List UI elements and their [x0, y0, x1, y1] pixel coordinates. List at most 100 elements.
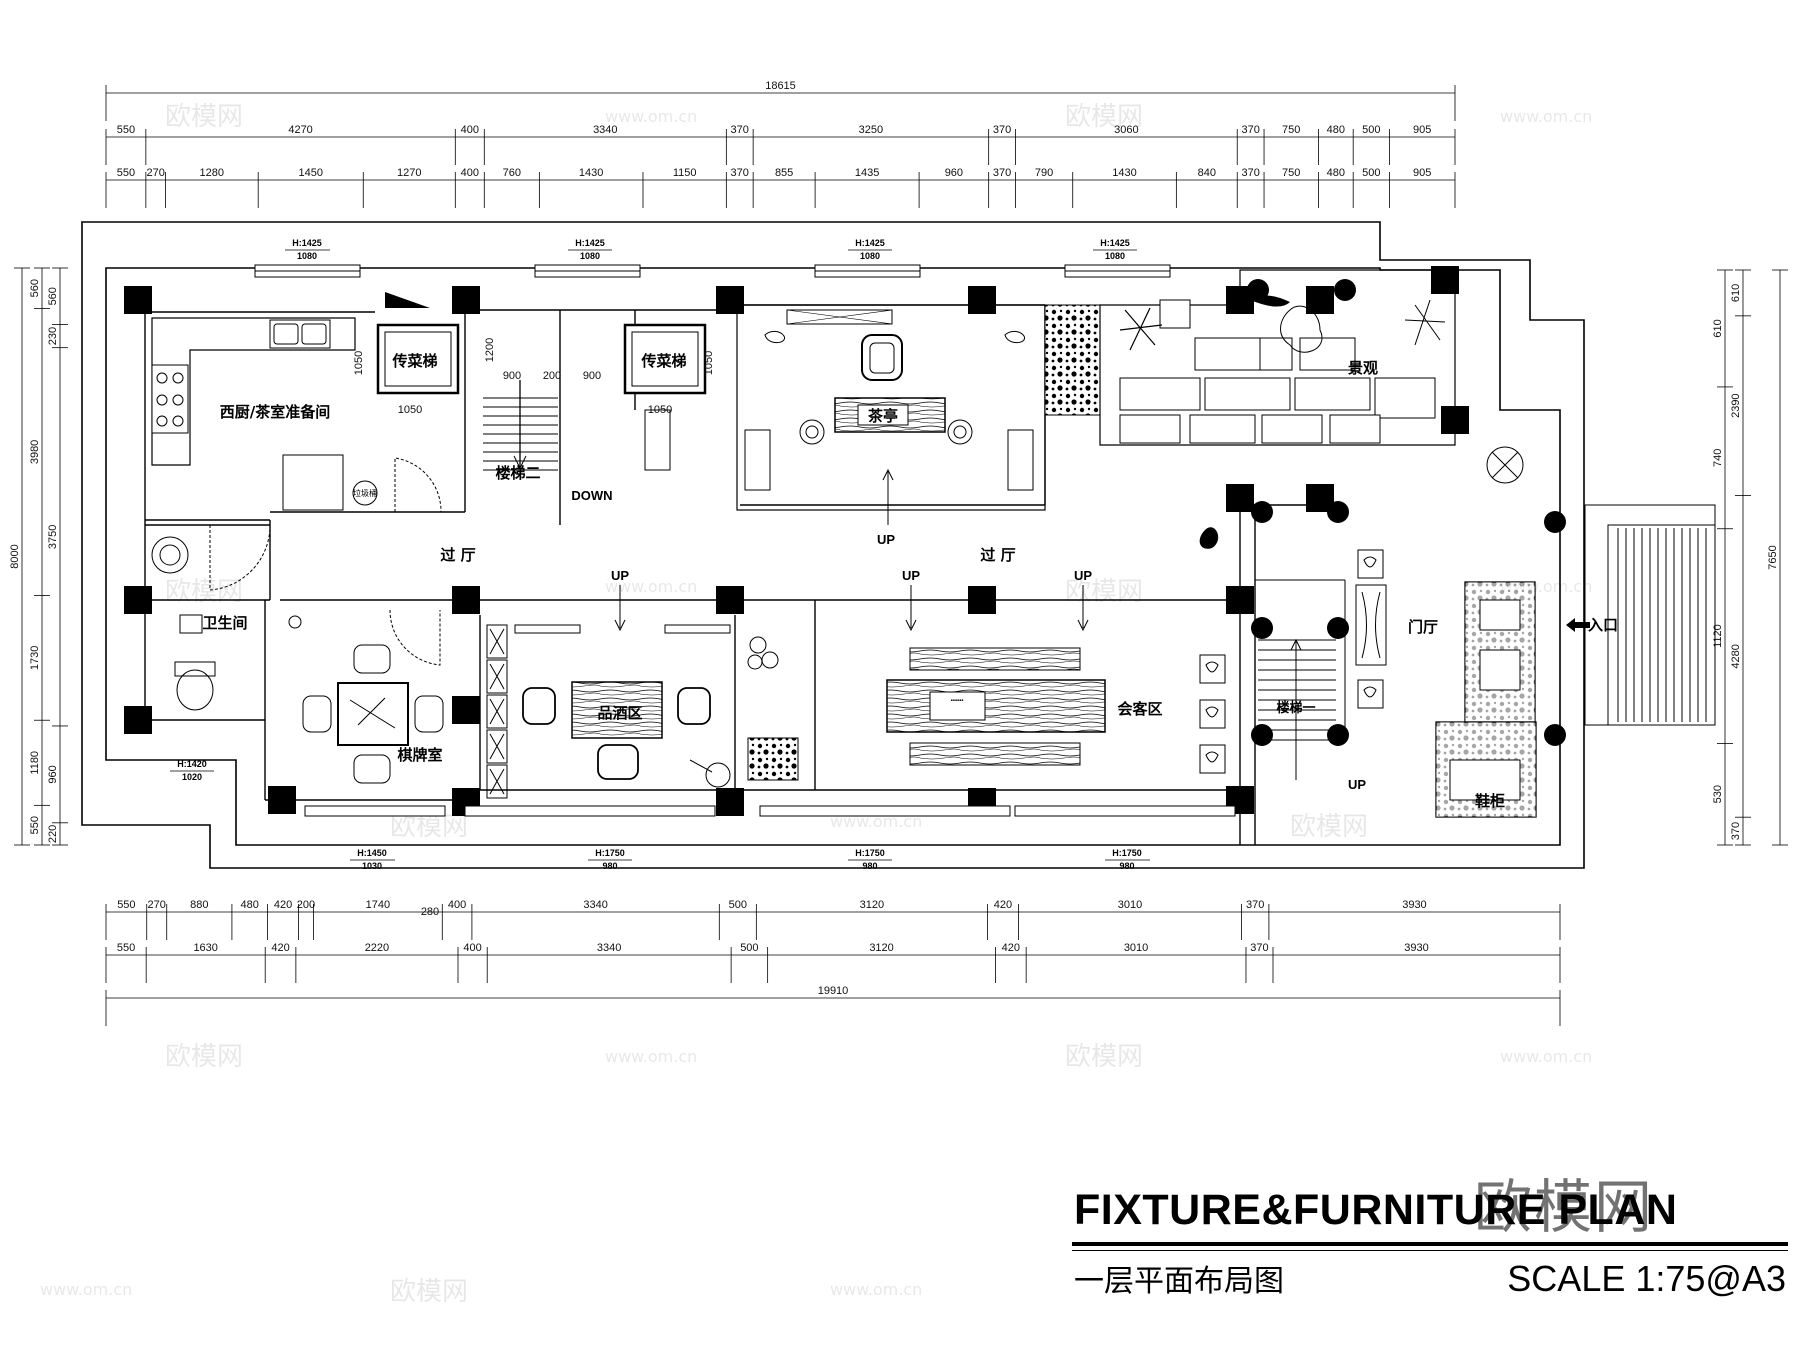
- dimension-value: 4280: [1730, 644, 1742, 668]
- dimension-value: 2390: [1730, 393, 1742, 417]
- stool-icon: [947, 419, 973, 445]
- watermark-url: www.om.cn: [830, 1280, 922, 1299]
- window-height-label: H:1425: [292, 238, 322, 248]
- chair-icon: [353, 644, 391, 674]
- dimension-value: 3010: [1124, 942, 1148, 954]
- room-label-tea-pavilion: 茶亭: [868, 407, 898, 425]
- dimension-value: 270: [148, 899, 166, 911]
- dimension-value: 960: [945, 167, 963, 179]
- dimension-value: 220: [47, 825, 59, 843]
- chair-icon: [677, 687, 711, 725]
- window-height-label: H:1420: [177, 759, 207, 769]
- shrub-icon: [1119, 307, 1163, 351]
- room-label-reception: 会客区: [1117, 700, 1162, 718]
- chair-icon: [597, 744, 639, 780]
- dimension-value: 550: [117, 124, 135, 136]
- exterior-wall: [81, 221, 1585, 869]
- plant-icon: [1199, 527, 1219, 549]
- meeting-table-icon: [886, 679, 1106, 733]
- reception-area: ▪▪▪▪▪▪ 会客区: [886, 647, 1226, 774]
- wine-rack-cross: [489, 663, 505, 690]
- window-width-label: 1020: [182, 772, 202, 782]
- column: [968, 586, 996, 614]
- column: [124, 586, 152, 614]
- landscape-area: 景观: [1044, 269, 1524, 549]
- chair-icon: [414, 695, 444, 733]
- decor-icon: [764, 330, 785, 344]
- column: [716, 788, 744, 816]
- dimension-value: 3340: [583, 899, 607, 911]
- dimension-value: 370: [1730, 822, 1742, 840]
- dimension-value: 3250: [859, 124, 883, 136]
- up-label: UP: [1348, 777, 1366, 792]
- dimension-value: 2220: [365, 942, 389, 954]
- room-label-stair-one: 楼梯一: [1276, 700, 1315, 715]
- paving-block: [1119, 414, 1181, 444]
- watermark-brand: 欧模网: [390, 812, 468, 842]
- svg-text:▪▪▪▪▪▪: ▪▪▪▪▪▪: [951, 698, 964, 704]
- chair-icon: [522, 687, 556, 725]
- watermark-url: www.om.cn: [605, 107, 697, 126]
- wine-rack-cell: [486, 764, 508, 799]
- dimension-value: 270: [146, 167, 164, 179]
- watermark-brand: 欧模网: [165, 577, 243, 607]
- paving-block: [1204, 377, 1291, 411]
- watermark-brand: 欧模网: [1065, 577, 1143, 607]
- dimension-right-overall: 7650: [1767, 269, 1788, 846]
- chess-room: 棋牌室: [288, 609, 444, 784]
- dimension-value: 760: [503, 167, 521, 179]
- up-arrow-3: UP: [902, 568, 920, 632]
- dumbwaiter-2: 传菜梯 1050 1050: [623, 323, 715, 416]
- dimension-value: 3930: [1404, 942, 1428, 954]
- dimension-value: 370: [1241, 167, 1259, 179]
- dimension-value: 1435: [855, 167, 879, 179]
- wine-rack-cross: [489, 768, 505, 795]
- stool-icon: [799, 419, 825, 445]
- room-label-hall-2: 过 厅: [980, 546, 1015, 564]
- stair-dim: 900: [583, 370, 601, 382]
- dimension-value: 8000: [9, 544, 21, 568]
- round-column: [1327, 617, 1349, 639]
- round-column: [1327, 724, 1349, 746]
- tree-icon: [1486, 446, 1524, 484]
- window-height-label: H:1750: [1112, 848, 1142, 858]
- paving-block: [1294, 377, 1371, 411]
- wine-table-icon: [571, 681, 663, 739]
- watermark-brand: 欧模网: [165, 1042, 243, 1072]
- dimension-value: 3120: [860, 899, 884, 911]
- watermark-brand: 欧模网: [390, 1277, 468, 1307]
- paving-block: [1119, 377, 1201, 411]
- wine-rack-cell: [486, 694, 508, 729]
- tree-icon: [1280, 305, 1323, 353]
- column: [124, 706, 152, 734]
- dimension-value: 1280: [200, 167, 224, 179]
- window-height-label: H:1425: [1100, 238, 1130, 248]
- title-rule: [1072, 1250, 1788, 1251]
- bench-icon: [909, 647, 1081, 671]
- wine-rack-cross: [489, 733, 505, 760]
- plan-subtitle: 一层平面布局图: [1074, 1264, 1284, 1299]
- shrub-icon: [1404, 299, 1446, 346]
- dimension-value: 400: [461, 167, 479, 179]
- window-width-label: 980: [1119, 861, 1134, 871]
- toilet-room: 卫生间: [151, 525, 271, 711]
- title-block: FIXTURE&FURNITURE PLAN 一层平面布局图 SCALE 1:7…: [1070, 1186, 1790, 1336]
- dimension-value: 560: [29, 279, 41, 297]
- window-width-label: 1080: [580, 251, 600, 261]
- round-column: [1251, 617, 1273, 639]
- dimension-value: 420: [271, 942, 289, 954]
- round-column: [1251, 501, 1273, 523]
- column: [968, 286, 996, 314]
- dimension-value: 500: [1362, 167, 1380, 179]
- wall-art-icon: [1357, 679, 1384, 709]
- dimension-value: 370: [993, 167, 1011, 179]
- dimension-value: 3120: [869, 942, 893, 954]
- room-label-dumbwaiter-1: 传菜梯: [391, 352, 437, 370]
- dimension-value: 840: [1198, 167, 1216, 179]
- dimension-value: 1430: [579, 167, 603, 179]
